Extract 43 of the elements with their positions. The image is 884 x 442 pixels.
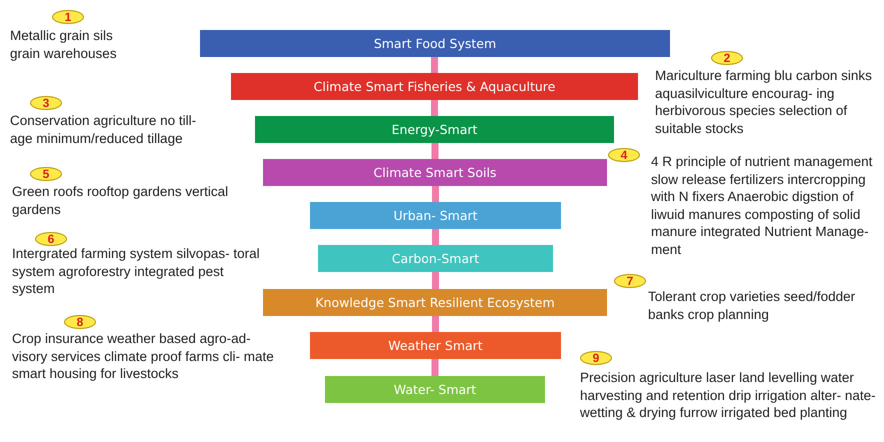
description-text: Green roofs rooftop gardens vertical gardens — [12, 183, 230, 218]
description-text: Mariculture farming blu carbon sinks aquasilviculture encourag- ing herbivorous species selection of suitable stocks — [655, 67, 873, 137]
bar-label: Knowledge Smart Resilient Ecosystem — [315, 295, 555, 310]
bar-label: Carbon-Smart — [392, 251, 480, 266]
bar-label: Smart Food System — [374, 36, 496, 51]
connector-line — [432, 316, 439, 332]
connector-line — [432, 143, 438, 159]
number-badge: 4 — [608, 148, 640, 162]
description-text: Conservation agriculture no till- age minimum/reduced tillage — [10, 112, 198, 147]
number-badge: 3 — [30, 96, 62, 110]
description-text: 4 R principle of nutrient management slow release fertilizers intercropping with N fixers Anaerobic digstion of liwuid manures composting of solid manure integrated Nutrient Manage- ment — [651, 153, 874, 258]
number-badge: 7 — [614, 274, 646, 288]
description-text: Metallic grain sils grain warehouses — [10, 27, 118, 62]
number-badge: 2 — [711, 51, 743, 65]
bar-label: Water- Smart — [394, 382, 476, 397]
description-text: Precision agriculture laser land levelling water harvesting and retention drip irrigation alter- nate-wetting & drying furrow irrigated bed planting — [580, 369, 877, 422]
connector-line — [431, 57, 438, 73]
connector-line — [432, 272, 439, 289]
number-badge: 1 — [52, 10, 84, 24]
category-bar — [231, 73, 638, 100]
category-bar — [318, 245, 553, 272]
description-text: Intergrated farming system silvopas- toral system agroforestry integrated pest system — [12, 245, 261, 298]
description-text: Crop insurance weather based agro-ad- visory services climate proof farms cli- mate smart housing for livestocks — [12, 330, 275, 382]
connector-line — [431, 100, 438, 116]
category-bar — [263, 289, 607, 316]
bar-label: Climate Smart Soils — [374, 165, 496, 180]
number-badge: 9 — [580, 351, 612, 365]
category-bar — [310, 202, 561, 229]
number-badge: 5 — [30, 167, 62, 181]
bar-label: Energy-Smart — [392, 122, 478, 137]
bar-label: Urban- Smart — [393, 208, 478, 223]
description-text: Tolerant crop varieties seed/fodder banks crop planning — [648, 288, 856, 323]
bar-label: Climate Smart Fisheries & Aquaculture — [314, 79, 556, 94]
connector-line — [432, 186, 439, 202]
category-bar — [200, 30, 670, 57]
bar-label: Weather Smart — [388, 338, 483, 353]
category-bar — [263, 159, 607, 186]
category-bar — [255, 116, 614, 143]
category-bar — [310, 332, 561, 359]
category-bar — [325, 376, 545, 403]
number-badge: 8 — [64, 315, 96, 329]
connector-line — [432, 229, 439, 245]
number-badge: 6 — [35, 232, 67, 246]
